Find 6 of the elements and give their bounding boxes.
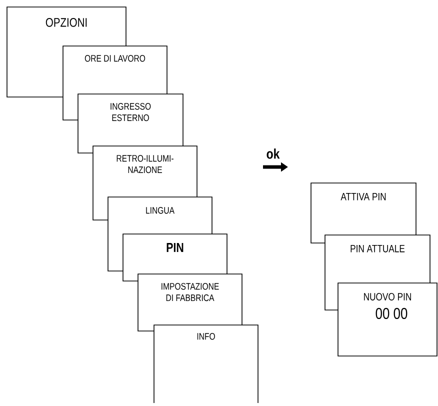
screen-box: INFO: [154, 324, 258, 404]
key-label: ok: [266, 148, 280, 159]
screen-box: NUOVO PIN 00 00: [338, 282, 438, 356]
node-label: INFO: [197, 333, 215, 340]
screen-box: INGRESSO ESTERNO: [78, 94, 184, 154]
screen-box: IMPOSTAZIONE DI FABBRICA: [138, 274, 242, 332]
